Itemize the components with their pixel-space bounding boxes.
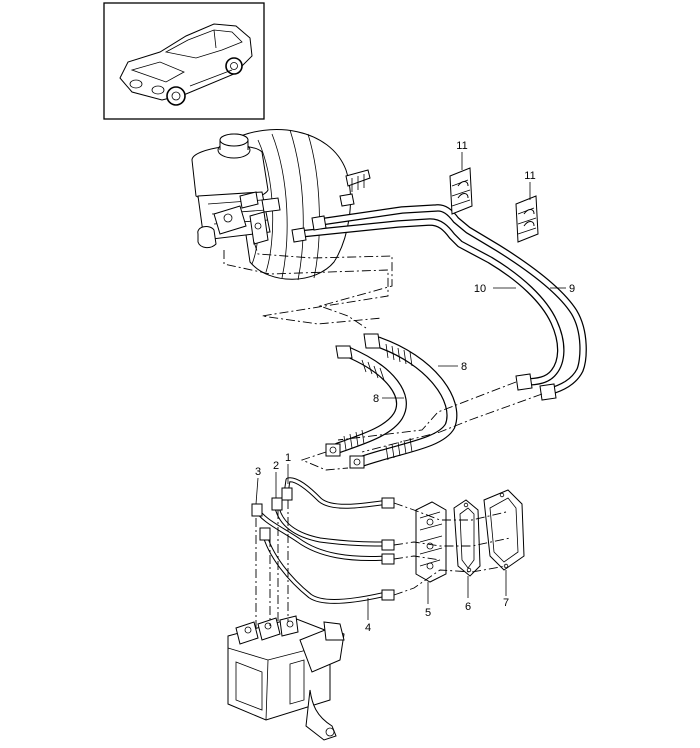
pipe-clip-11b (515, 195, 539, 243)
callout-9: 9 (569, 283, 575, 295)
callout-5: 5 (425, 607, 431, 619)
short-pipe-fittings (251, 487, 395, 601)
callout-3: 3 (255, 466, 261, 478)
callout-4: 4 (365, 622, 371, 634)
callout-2: 2 (273, 460, 279, 472)
callout-labels: 11 11 10 9 8 8 1 2 3 4 5 6 7 (255, 140, 575, 634)
callout-8-lower: 8 (373, 393, 379, 405)
callout-7: 7 (503, 597, 509, 609)
hose-end-fittings (325, 333, 381, 469)
brake-pipe-1 (283, 477, 391, 509)
pipe-clip-11a (449, 167, 473, 215)
brake-pipe-3 (253, 505, 389, 561)
brake-pipe-2 (273, 499, 389, 547)
callout-leaders (255, 152, 566, 620)
pipe-bracket-5 (415, 501, 447, 583)
master-cylinder (191, 133, 281, 249)
brake-pipe-4 (261, 529, 389, 604)
gasket-6 (453, 499, 481, 577)
callout-11-upper: 11 (456, 140, 467, 152)
assembly-dash-lines (223, 241, 543, 630)
abs-hydraulic-unit (227, 615, 345, 741)
brake-hose-8-lower (332, 346, 407, 454)
callout-1: 1 (285, 452, 291, 464)
gasket-7 (483, 489, 525, 571)
brake-pipe-long-10 (296, 218, 565, 386)
brake-pipe-long-9 (316, 204, 587, 396)
callout-8-upper: 8 (461, 361, 467, 373)
callout-6: 6 (465, 601, 471, 613)
pipe-fittings (291, 215, 557, 401)
brake-hose-8-upper (354, 336, 458, 468)
callout-11-lower: 11 (524, 170, 535, 182)
car-thumbnail (103, 2, 265, 120)
callout-10: 10 (474, 283, 486, 295)
